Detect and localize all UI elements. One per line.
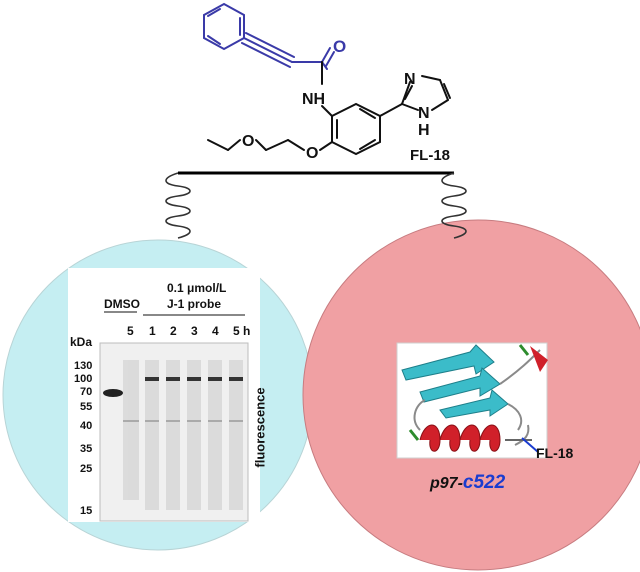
compound-name: FL-18 bbox=[410, 147, 450, 164]
lane-number: 2 bbox=[170, 324, 177, 338]
marker-label: 100 bbox=[74, 373, 93, 385]
atom-h-imidazole: H bbox=[418, 122, 430, 139]
fluorescence-label: fluorescence bbox=[252, 387, 268, 468]
band-lane-5 bbox=[229, 377, 243, 381]
lane-number: 3 bbox=[191, 324, 198, 338]
atom-o-ether: O bbox=[306, 145, 318, 162]
band-lane-3 bbox=[187, 377, 201, 381]
protein-structure bbox=[396, 342, 548, 459]
gel-treatment-line1: 0.1 μmol/L bbox=[167, 281, 227, 295]
atom-nh-amide: NH bbox=[302, 91, 325, 108]
ladder-band-70 bbox=[103, 389, 123, 397]
target-site-label: p97-c522 bbox=[429, 472, 506, 493]
gel-image bbox=[99, 342, 249, 522]
gel-treatment-line2: J-1 probe bbox=[167, 297, 222, 311]
marker-label: 55 bbox=[80, 401, 93, 413]
band-lane-1 bbox=[145, 377, 159, 381]
target-site: c522 bbox=[463, 472, 506, 493]
target-sep: - bbox=[458, 475, 463, 492]
gel-control-label: DMSO bbox=[104, 297, 140, 311]
atom-o-carbonyl: O bbox=[333, 37, 346, 56]
gel-panel bbox=[68, 268, 260, 522]
atom-o-ether-2: O bbox=[242, 133, 254, 150]
right-spring bbox=[441, 172, 467, 239]
marker-label: 130 bbox=[74, 360, 93, 372]
left-spring bbox=[165, 172, 191, 239]
lane-number: 4 bbox=[212, 324, 219, 338]
lane-number: 1 bbox=[149, 324, 156, 338]
target-prefix: p97 bbox=[429, 475, 459, 492]
lane-number: 5 bbox=[127, 324, 134, 338]
marker-label: 35 bbox=[80, 443, 93, 455]
kda-label: kDa bbox=[70, 335, 93, 349]
band-lane-4 bbox=[208, 377, 222, 381]
atom-n-imidazole-h: N bbox=[418, 105, 430, 122]
band-lane-2 bbox=[166, 377, 180, 381]
chemical-structure bbox=[203, 2, 451, 156]
marker-label: 40 bbox=[80, 420, 93, 432]
lane-number: 5 h bbox=[233, 324, 251, 338]
lane-number-row: 5 1 2 3 4 5 h bbox=[0, 324, 640, 340]
marker-label: 70 bbox=[80, 386, 93, 398]
atom-n-imidazole: N bbox=[404, 71, 416, 88]
ligand-label: FL-18 bbox=[536, 445, 574, 461]
marker-label: 25 bbox=[80, 463, 93, 475]
marker-label: 15 bbox=[80, 505, 93, 517]
